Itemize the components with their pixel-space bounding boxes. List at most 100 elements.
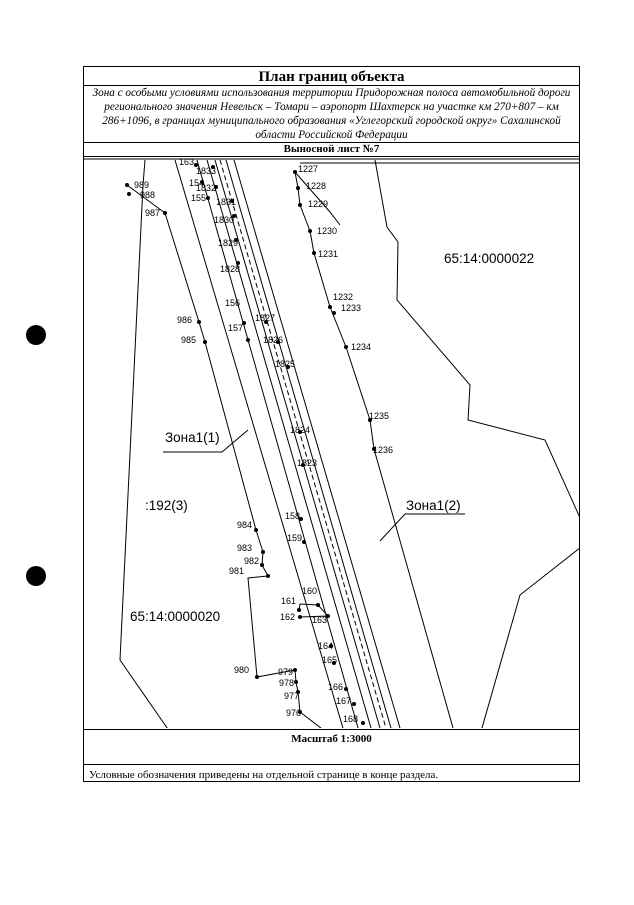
parcel-label-65-14-0000022: 65:14:0000022 (444, 251, 534, 266)
boundary-point-1236 (372, 447, 376, 451)
boundary-point-1234 (344, 345, 348, 349)
boundary-point-988 (127, 192, 131, 196)
parcel-label-65-14-0000020: 65:14:0000020 (130, 609, 220, 624)
point-label-979: 979 (278, 667, 293, 677)
point-label-162: 162 (280, 612, 295, 622)
point-label-1229: 1229 (308, 199, 328, 209)
boundary-point-163 (326, 614, 330, 618)
boundary-point-1827 (264, 320, 268, 324)
boundary-point-980 (255, 675, 259, 679)
boundary-point-155 (206, 196, 210, 200)
point-label-166: 166 (328, 682, 343, 692)
point-label-168: 168 (343, 714, 358, 724)
boundary-point-160 (316, 603, 320, 607)
boundary-point-1832 (214, 185, 218, 189)
point-label-163: 163 (179, 157, 194, 167)
parcel-label-192-3: :192(3) (145, 498, 188, 513)
point-label-1826: 1826 (263, 335, 283, 345)
point-label-1230: 1230 (317, 226, 337, 236)
parcel-boundary-west (119, 159, 168, 728)
point-label-165: 165 (322, 655, 337, 665)
plan-title: План границ объекта (258, 69, 405, 85)
boundary-point-1228 (296, 186, 300, 190)
boundary-point-982 (260, 563, 264, 567)
boundary-point-162 (298, 615, 302, 619)
point-label-989: 989 (134, 180, 149, 190)
point-label-976: 976 (286, 708, 301, 718)
boundary-point-1230 (308, 229, 312, 233)
binder-hole-bottom (26, 566, 46, 586)
boundary-point-976 (298, 710, 302, 714)
point-label-1831: 1831 (216, 197, 236, 207)
point-label-1227: 1227 (298, 164, 318, 174)
sheet-label: Выносной лист №7 (283, 143, 380, 155)
zone1-2-label: Зона1(2) (406, 498, 461, 513)
point-label-1232: 1232 (333, 292, 353, 302)
point-label-982: 982 (244, 556, 259, 566)
point-label-1830: 1830 (214, 215, 234, 225)
plan-subtitle: Зона с особыми условиями использования т… (92, 87, 571, 141)
point-label-1832: 1832 (196, 183, 216, 193)
point-label-1233: 1233 (341, 303, 361, 313)
boundary-point-154 (200, 180, 204, 184)
point-label-154: 154 (189, 178, 204, 188)
point-label-1829: 1829 (218, 238, 238, 248)
point-label-1231: 1231 (318, 249, 338, 259)
road-line-3 (206, 159, 372, 728)
boundary-point-157 (246, 338, 250, 342)
point-label-984: 984 (237, 520, 252, 530)
road-line-5 (225, 159, 392, 728)
boundary-point-1231 (312, 251, 316, 255)
point-label-159: 159 (287, 533, 302, 543)
point-label-155: 155 (191, 193, 206, 203)
boundary-point-977 (296, 690, 300, 694)
point-label-1236: 1236 (373, 445, 393, 455)
boundary-point-156 (242, 321, 246, 325)
map-labels: 65:14:0000022 65:14:0000020 :192(3) Зона… (130, 157, 534, 724)
point-label-164: 164 (318, 641, 333, 651)
boundary-point-1833 (211, 165, 215, 169)
boundary-point-981 (266, 574, 270, 578)
boundary-point-158 (299, 517, 303, 521)
point-label-160: 160 (302, 586, 317, 596)
road-line-6 (233, 159, 401, 728)
zone1-1-label: Зона1(1) (165, 430, 220, 445)
point-label-977: 977 (284, 691, 299, 701)
boundary-point-1233 (332, 311, 336, 315)
point-label-981: 981 (229, 566, 244, 576)
legend-note: Условные обозначения приведены на отдель… (89, 769, 439, 781)
boundary-point-986 (197, 320, 201, 324)
boundary-point-1826 (276, 340, 280, 344)
boundary-point-1830 (232, 214, 236, 218)
boundary-point-978 (294, 680, 298, 684)
boundary-point-989 (125, 183, 129, 187)
point-label-1825: 1825 (275, 359, 295, 369)
boundary-point-984 (254, 528, 258, 532)
point-label-985: 985 (181, 335, 196, 345)
scale-label: Масштаб 1:3000 (291, 733, 372, 745)
boundary-line-1227-1236 (294, 171, 454, 728)
point-label-1235: 1235 (369, 411, 389, 421)
boundary-point-167 (352, 702, 356, 706)
point-label-987: 987 (145, 208, 160, 218)
boundary-point-164 (329, 644, 333, 648)
boundary-point-979 (293, 668, 297, 672)
boundary-point-983 (261, 550, 265, 554)
binder-hole-top (26, 325, 46, 345)
point-label-988: 988 (140, 190, 155, 200)
boundary-point-1824 (298, 430, 302, 434)
road-line-2 (196, 159, 359, 728)
point-label-158: 158 (285, 511, 300, 521)
point-label-1824: 1824 (290, 425, 310, 435)
boundary-point-166 (344, 687, 348, 691)
boundary-point-1825 (286, 365, 290, 369)
boundary-point-1227 (293, 170, 297, 174)
point-label-161: 161 (281, 596, 296, 606)
parcel-boundary-east (374, 159, 579, 728)
road-line-1 (174, 159, 344, 728)
zone1-1-leader (163, 429, 249, 453)
plan-sheet: План границ объекта Зона с особыми услов… (83, 66, 580, 782)
boundary-point-985 (203, 340, 207, 344)
boundary-point-163 (194, 163, 198, 167)
